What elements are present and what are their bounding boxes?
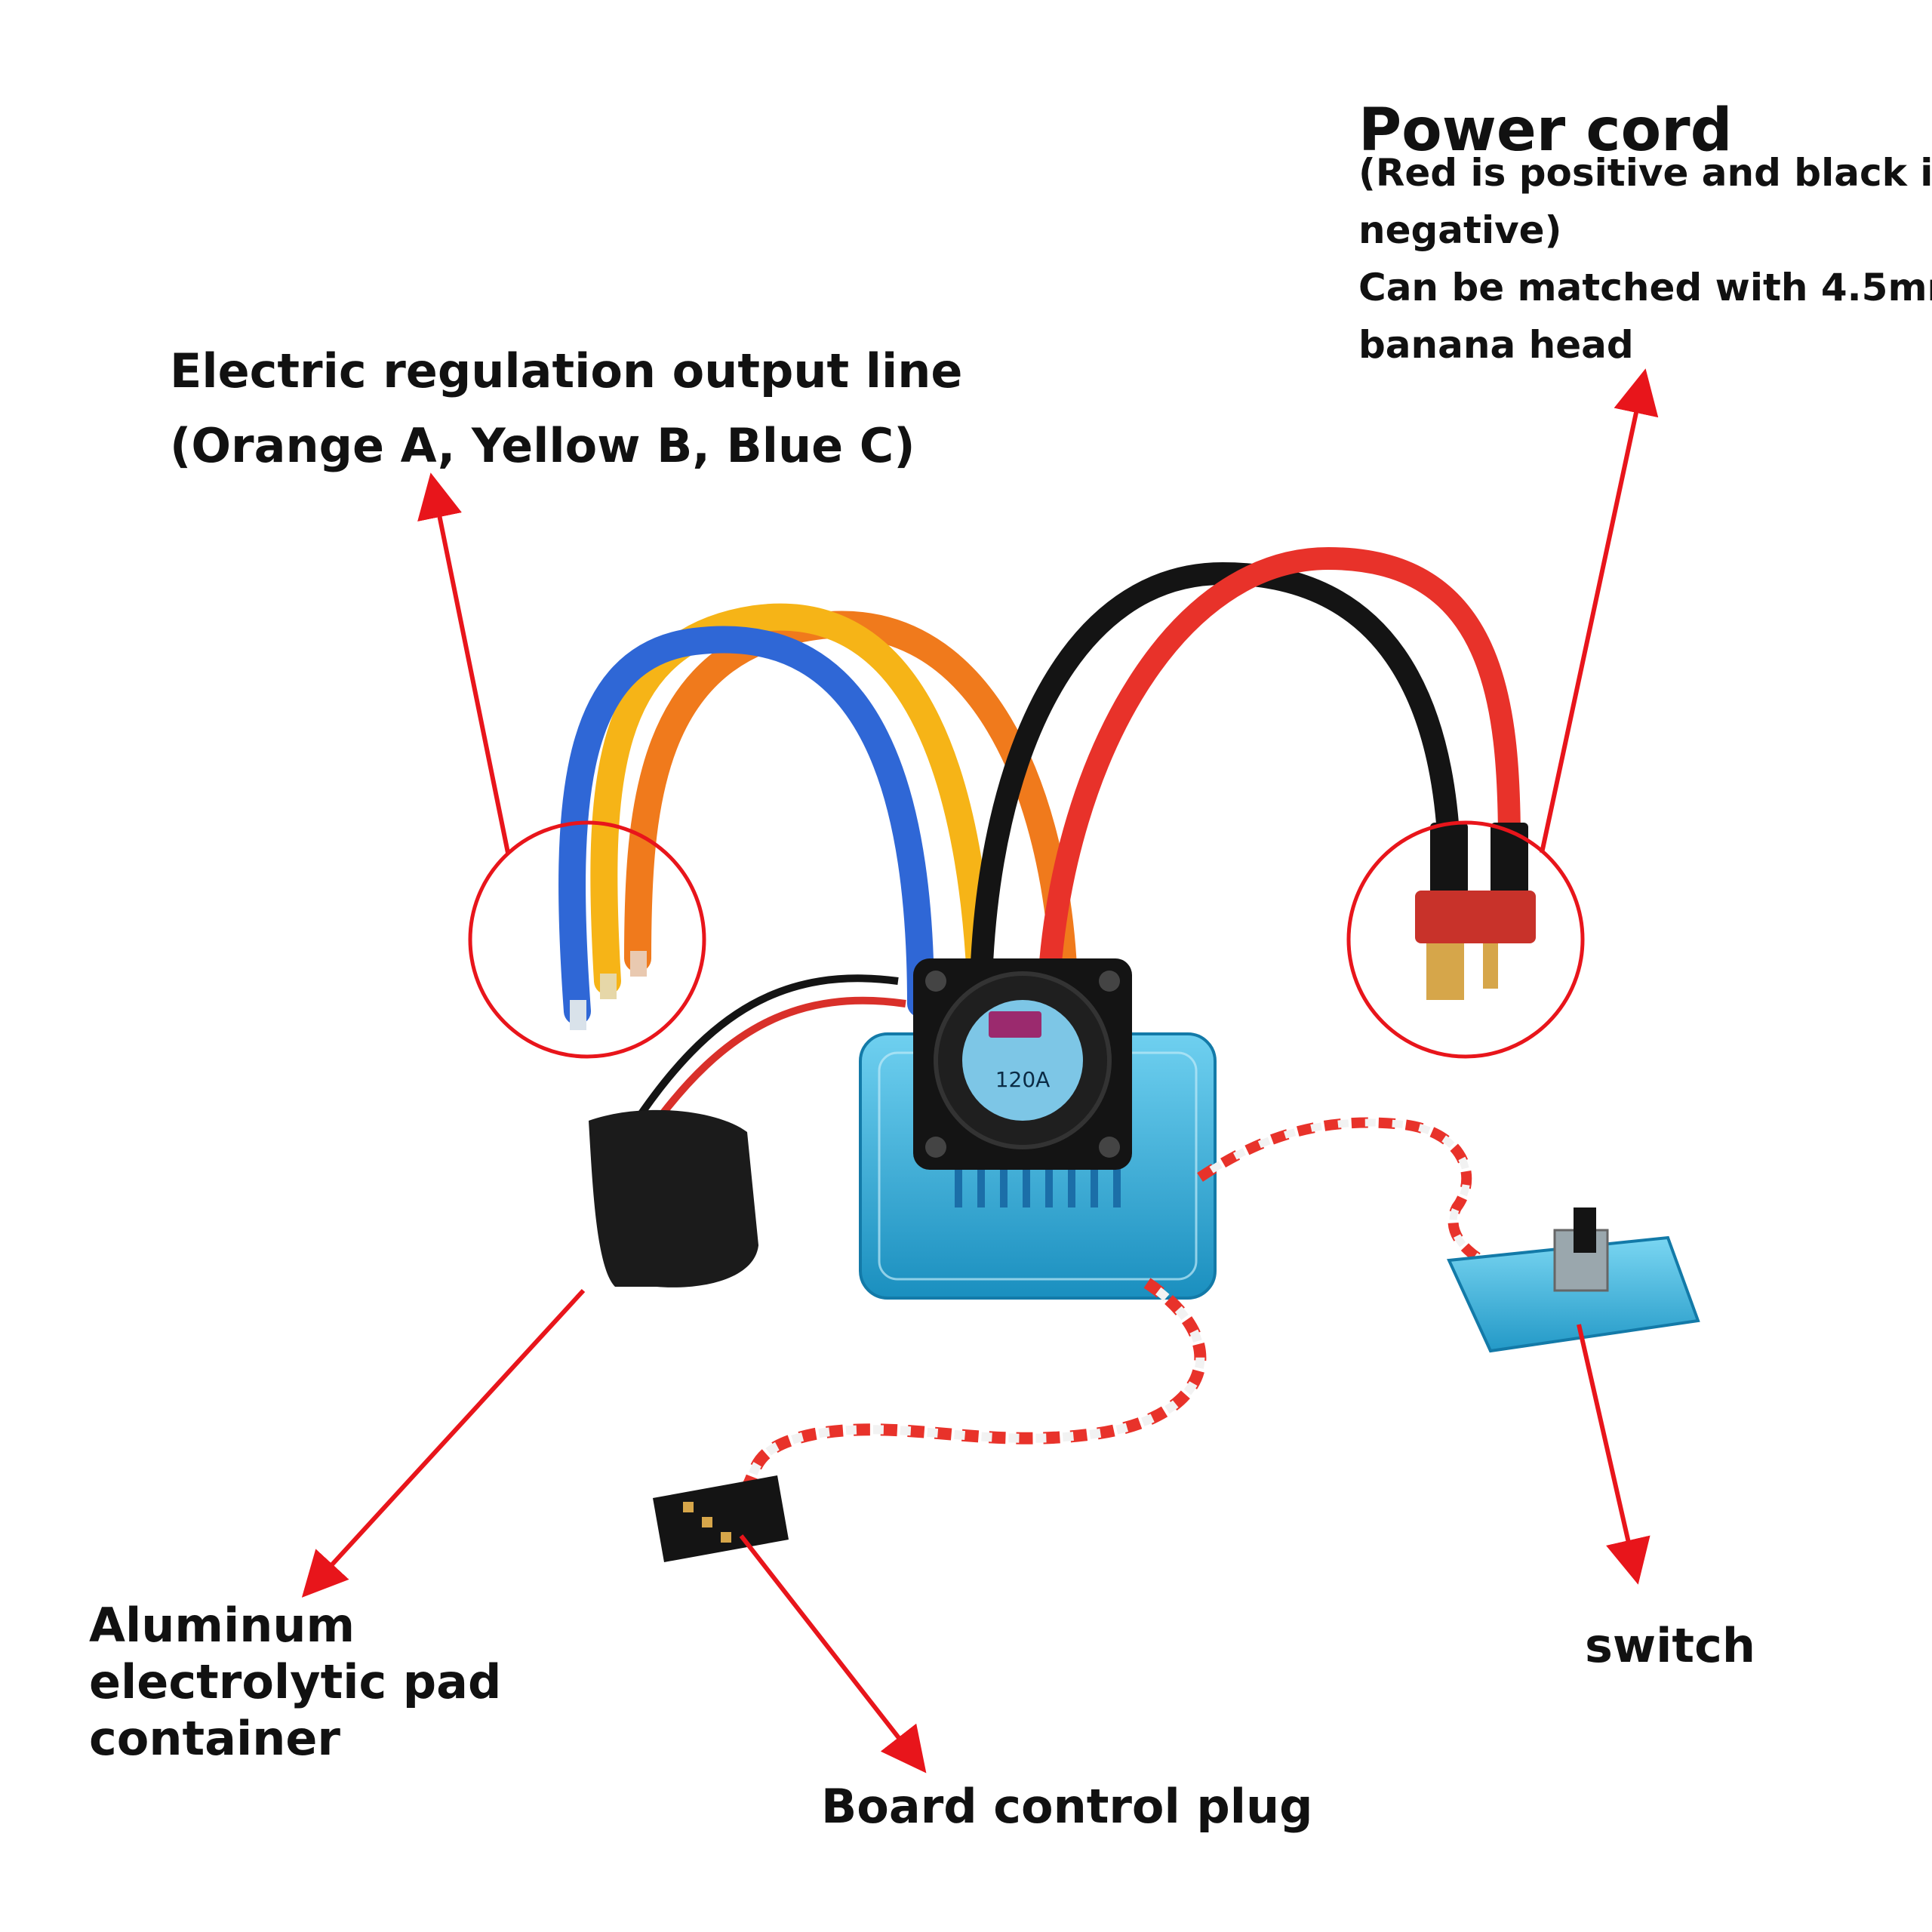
connector-highlight-circle xyxy=(1346,820,1585,1059)
arrow-to-plug-label xyxy=(739,1534,927,1774)
capacitor-label-2: electrolytic pad xyxy=(89,1654,502,1709)
power-cord-note-4: banana head xyxy=(1358,323,1634,367)
switch-body xyxy=(1447,1208,1700,1353)
output-line-title: Electric regulation output line xyxy=(170,343,963,398)
fan-rating-text: 120A xyxy=(995,1067,1051,1092)
power-cord-note-3: Can be matched with 4.5mm xyxy=(1358,266,1932,309)
power-cord-title: Power cord xyxy=(1358,97,1733,165)
receiver-wire-red xyxy=(736,1278,1207,1500)
capacitor-label-3: container xyxy=(89,1711,340,1766)
arrow-to-capacitor-label xyxy=(301,1288,586,1598)
switch-label: switch xyxy=(1585,1618,1755,1673)
switch-wire-white xyxy=(1198,1118,1525,1279)
capacitor-wire-red xyxy=(645,996,906,1134)
plug-label: Board control plug xyxy=(821,1779,1313,1834)
arrow-to-switch-label xyxy=(1577,1324,1651,1585)
power-wires xyxy=(970,546,1521,992)
callout-arrows xyxy=(301,368,1659,1774)
output-wires-highlight-circle xyxy=(468,820,706,1059)
cooling-fan: 120A xyxy=(913,958,1132,1170)
t-connector xyxy=(1415,823,1536,1000)
receiver-wire-white xyxy=(737,1279,1205,1498)
capacitor-wire-black xyxy=(630,974,899,1127)
arrow-to-output-label xyxy=(417,472,510,854)
power-cord-note-2: negative) xyxy=(1358,208,1562,252)
red-power-wire xyxy=(1038,546,1521,992)
power-cord-note-1: (Red is positive and black is xyxy=(1358,151,1932,195)
capacitor-label-1: Aluminum xyxy=(89,1598,355,1653)
output-line-subtitle: (Orange A, Yellow B, Blue C) xyxy=(170,418,915,473)
yellow-wire xyxy=(590,603,995,1010)
black-power-wire xyxy=(970,561,1460,992)
servo-plug xyxy=(653,1475,789,1562)
capacitor-pack xyxy=(589,1109,758,1287)
arrow-to-power-label xyxy=(1540,368,1659,854)
switch-wire xyxy=(1197,1117,1526,1281)
